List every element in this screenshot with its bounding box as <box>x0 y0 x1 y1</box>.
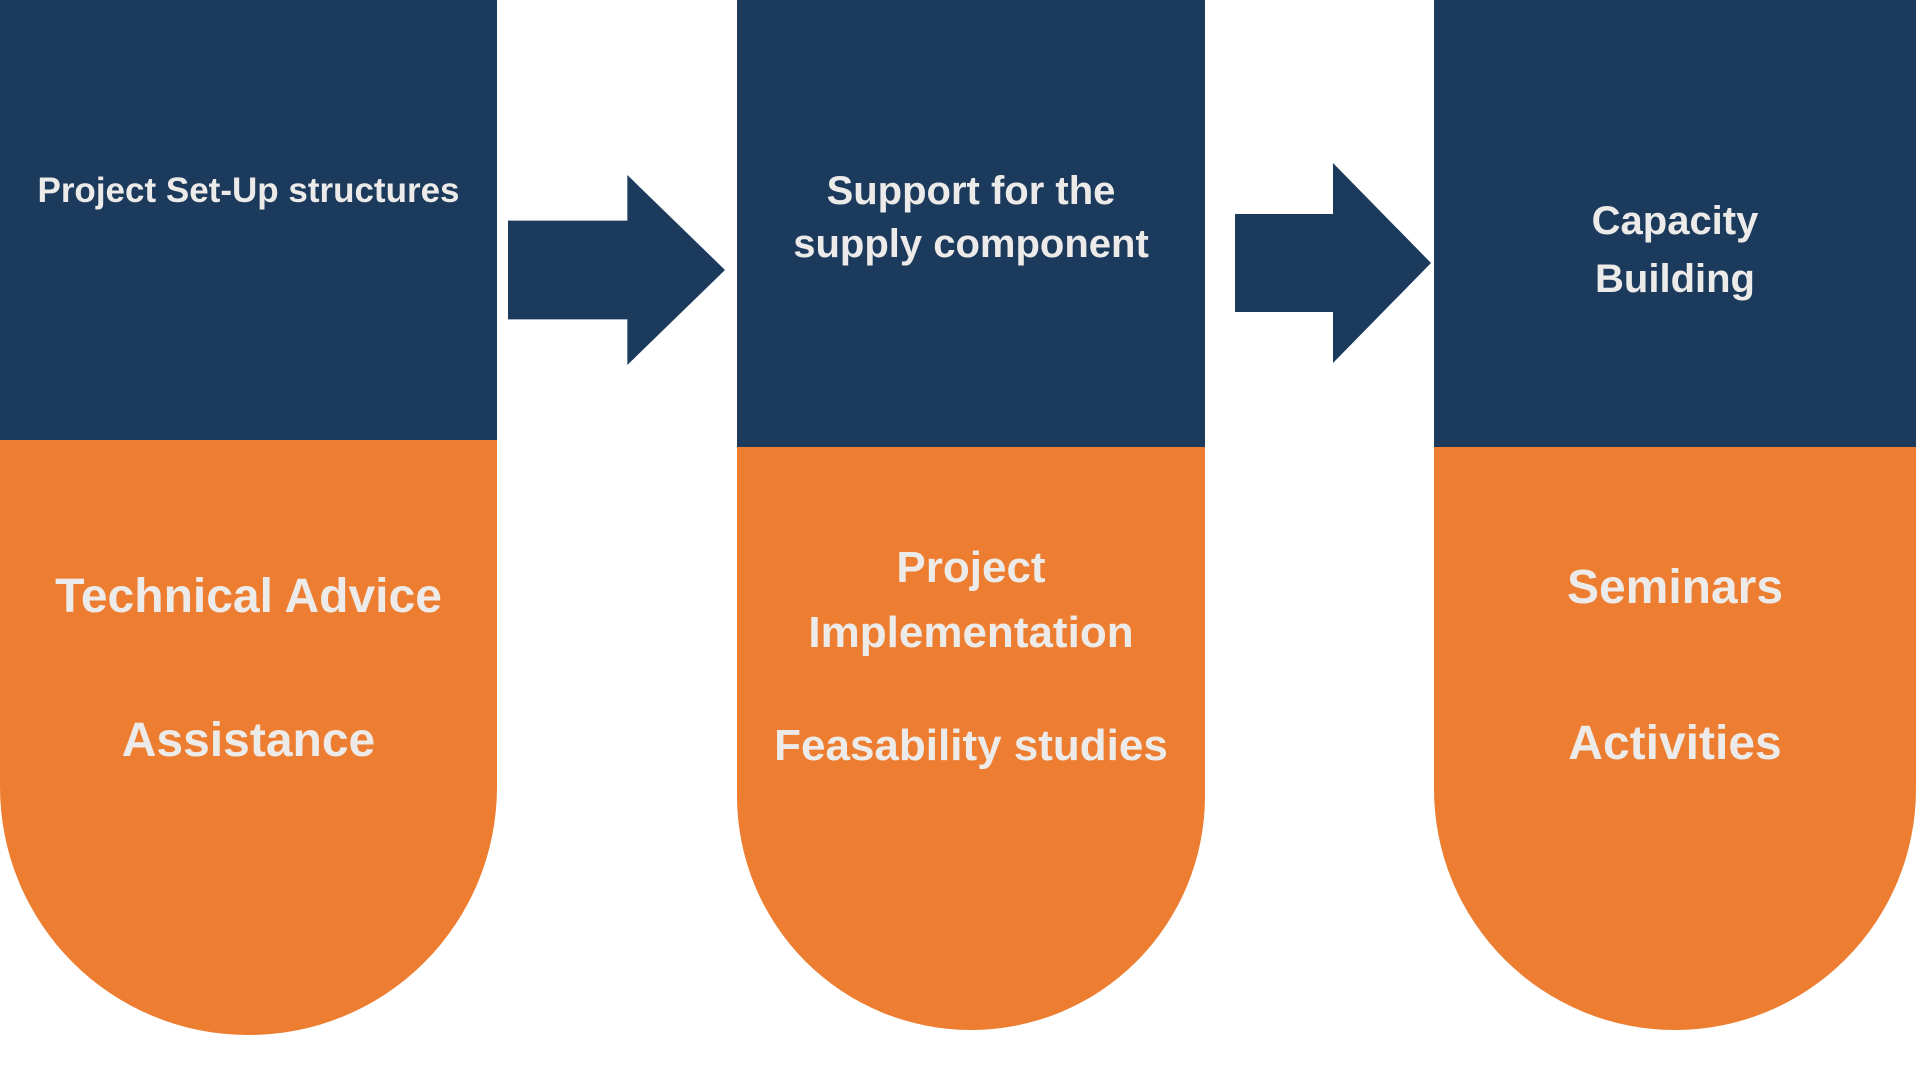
right-arrow-icon <box>1235 163 1431 363</box>
stage-column-3: Capacity Building Seminars Activities <box>1434 0 1916 1030</box>
stage-3-title: Capacity Building <box>1591 199 1759 301</box>
stage-2-item-1: Project Implementation <box>808 543 1134 657</box>
stage-column-2: Support for the supply component Project… <box>737 0 1205 1030</box>
stage-3-body-panel: Seminars Activities <box>1434 447 1916 1030</box>
stage-1-header-panel: Project Set-Up structures <box>0 0 497 440</box>
stage-3-item-2: Activities <box>1568 717 1782 770</box>
stage-column-1: Project Set-Up structures Technical Advi… <box>0 0 497 1035</box>
stage-3-item-1: Seminars <box>1566 561 1784 614</box>
stage-2-body-panel: Project Implementation Feasability studi… <box>737 447 1205 1030</box>
stage-2-title: Support for the supply component <box>793 169 1149 266</box>
stage-2-item-2: Feasability studies <box>774 721 1168 770</box>
stage-1-item-2: Assistance <box>121 714 376 767</box>
stage-1-item-1: Technical Advice <box>55 570 442 623</box>
stage-2-header-panel: Support for the supply component <box>737 0 1205 447</box>
stage-1-title: Project Set-Up structures <box>37 171 460 210</box>
stage-3-header-panel: Capacity Building <box>1434 0 1916 447</box>
right-arrow-icon <box>508 175 725 365</box>
stage-1-body-panel: Technical Advice Assistance <box>0 440 497 1035</box>
